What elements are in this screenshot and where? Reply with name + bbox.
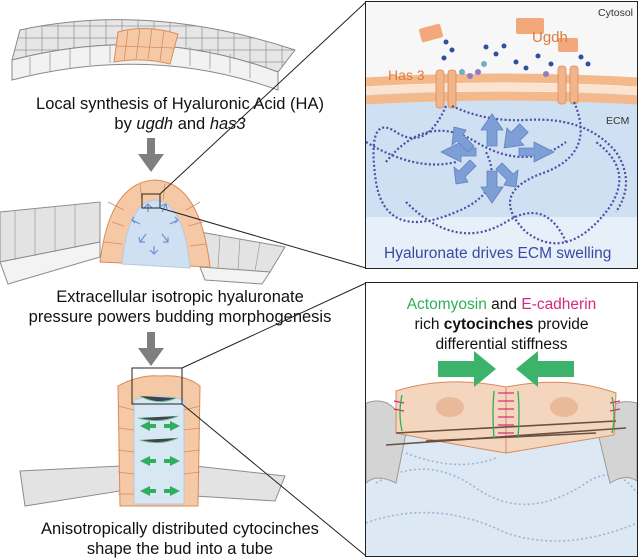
- epithelium-sheet-illustration: [11, 19, 296, 91]
- caption-step2-line1: Extracellular isotropic hyaluronate: [56, 288, 304, 306]
- ugdh-label: Ugdh: [532, 29, 568, 46]
- cytocinch-headline-line3: differential stiffness: [435, 336, 567, 353]
- cytocinch-headline-line2: rich cytocinches provide: [414, 316, 588, 333]
- caption-step2-line2: pressure powers budding morphogenesis: [28, 308, 332, 326]
- precursor-molecules: [441, 39, 591, 71]
- ugdh-enzymes: [419, 18, 578, 52]
- gene-has3: has3: [209, 115, 246, 133]
- panel-cytocinches-drawing: Actomyosin and E-cadherin rich cytocinch…: [366, 296, 637, 556]
- panel-ha-synthesis-drawing: Cytosol Ugdh Has 3 ECM Hyaluronate drive…: [366, 2, 637, 268]
- has3-channels: [435, 65, 579, 109]
- hyaluronan-chains: [366, 101, 627, 245]
- swelling-caption: Hyaluronate drives ECM swelling: [384, 245, 611, 262]
- cytosol-label: Cytosol: [598, 7, 633, 19]
- down-arrow-2: [138, 332, 164, 366]
- zoom-box-2: [131, 367, 183, 405]
- ecm-label: ECM: [606, 115, 629, 127]
- caption-step3-line1: Anisotropically distributed cytocinches: [41, 520, 319, 538]
- zoom-box-1: [141, 193, 161, 209]
- ha-synthesis-cells: [113, 28, 179, 65]
- caption-step1-line2: by ugdh and has3: [114, 115, 246, 133]
- cytocinch-arrows: [140, 421, 180, 496]
- panel-ha-synthesis: Cytosol Ugdh Has 3 ECM Hyaluronate drive…: [365, 1, 638, 269]
- isotropic-pressure-arrows: [131, 203, 179, 255]
- down-arrow-1: [138, 138, 164, 172]
- budding-epithelium-illustration: [0, 179, 286, 285]
- caption-step3-line2: shape the bud into a tube: [86, 540, 274, 558]
- compression-arrows: [438, 351, 574, 387]
- caption-step1: Local synthesis of Hyaluronic Acid (HA) …: [0, 94, 360, 134]
- caption-step2: Extracellular isotropic hyaluronate pres…: [0, 287, 360, 327]
- panel-cytocinches: Actomyosin and E-cadherin rich cytocinch…: [365, 282, 638, 557]
- swelling-arrows: [440, 113, 555, 204]
- tube-epithelium-illustration: [19, 367, 286, 507]
- has3-label: Has 3: [388, 67, 425, 83]
- caption-step3: Anisotropically distributed cytocinches …: [0, 519, 360, 559]
- gene-ugdh: ugdh: [136, 115, 174, 133]
- cytocinch-headline-line1: Actomyosin and E-cadherin: [407, 296, 597, 313]
